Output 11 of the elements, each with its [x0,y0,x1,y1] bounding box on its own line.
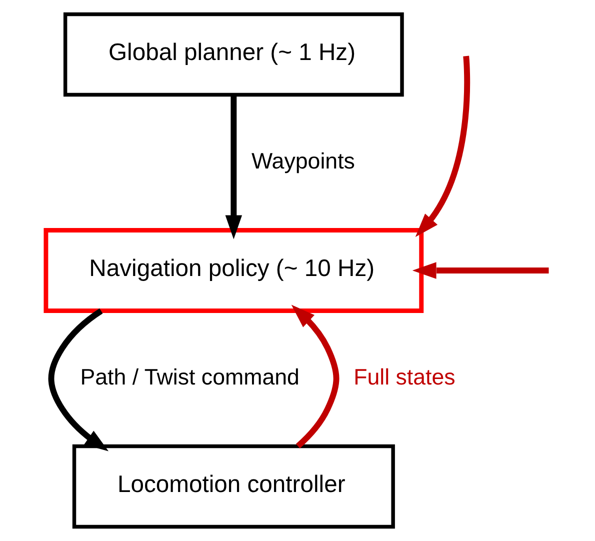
node-box: Navigation policy (~ 10 Hz) [43,228,424,313]
node-box: Locomotion controller [72,444,394,529]
arrow [414,56,470,237]
edge-label: Full states [353,364,455,390]
node-box: Global planner (~ 1 Hz) [62,12,404,97]
arrow [412,262,548,279]
arrow [290,304,339,448]
edge-label: Path / Twist command [80,364,299,390]
edge-label: Waypoints [251,148,354,174]
arrow [224,95,242,240]
arrow [48,308,108,452]
